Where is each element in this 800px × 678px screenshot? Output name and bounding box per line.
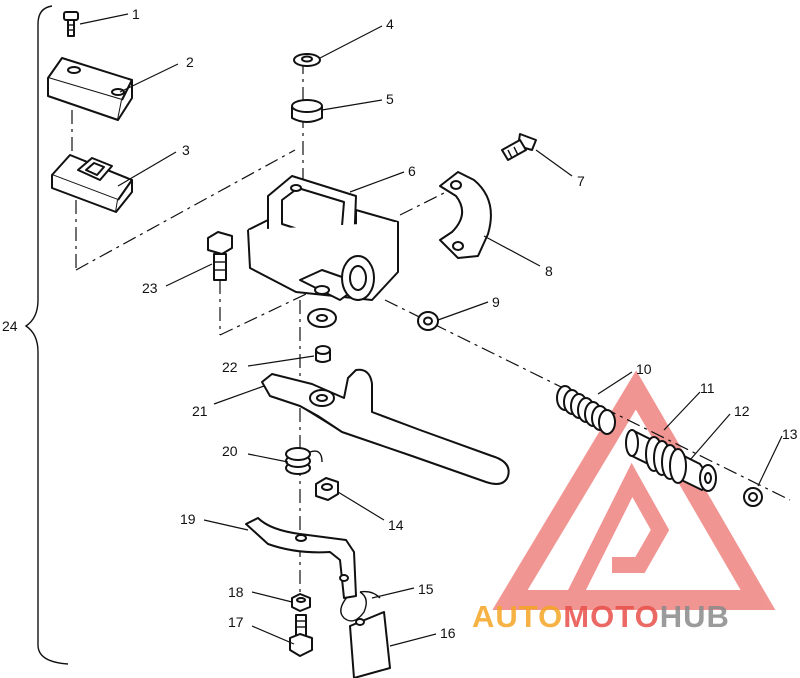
- callout-4: 4: [386, 16, 394, 32]
- callout-15: 15: [418, 581, 434, 597]
- watermark-moto: MOTO: [563, 599, 659, 634]
- callout-22: 22: [222, 359, 238, 375]
- callout-7: 7: [577, 173, 585, 189]
- part-7-screw: [501, 133, 537, 161]
- callout-23: 23: [142, 280, 158, 296]
- assembly-lines: [71, 60, 791, 610]
- callout-3: 3: [182, 142, 190, 158]
- part-14-nut: [315, 477, 339, 501]
- part-9-washer: [417, 311, 439, 331]
- part-20-spring: [285, 447, 323, 475]
- part-17-bolt: [289, 614, 313, 657]
- callout-1: 1: [132, 6, 140, 22]
- part-4-washer: [293, 53, 321, 67]
- watermark-text: AUTOMOTOHUB: [472, 599, 730, 634]
- watermark-hub: HUB: [660, 599, 730, 634]
- callout-24: 24: [2, 318, 18, 334]
- watermark-auto: AUTO: [472, 599, 563, 634]
- part-2-cover: [47, 57, 133, 121]
- part-11-12-piston: [625, 429, 717, 492]
- part-21-lever: [261, 368, 510, 485]
- callout-5: 5: [386, 91, 394, 107]
- part-3-diaphragm: [51, 154, 133, 213]
- callout-labels: 1 2 3 4 5 6 7 8 9 10 11 12 13 14 15 16 1…: [2, 6, 798, 641]
- part-18-nut: [291, 593, 311, 612]
- callout-17: 17: [228, 614, 244, 630]
- part-5-seal: [291, 99, 323, 123]
- callout-19: 19: [180, 511, 196, 527]
- part-6-master-cylinder: [247, 175, 399, 328]
- part-8-clamp: [439, 171, 492, 259]
- callout-16: 16: [440, 625, 456, 641]
- part-1-screw: [63, 11, 79, 37]
- part-19-bracket: [245, 517, 357, 599]
- callout-8: 8: [545, 263, 553, 279]
- bracket-24: [24, 5, 69, 665]
- callout-10: 10: [636, 361, 652, 377]
- svg-text:AUTOMOTOHUB: AUTOMOTOHUB: [472, 599, 730, 634]
- part-10-spring: [556, 385, 616, 435]
- callout-21: 21: [192, 403, 208, 419]
- part-22-bushing: [315, 345, 331, 363]
- part-16-tag: [349, 611, 391, 678]
- part-23-pivot-bolt: [207, 231, 233, 281]
- callout-13: 13: [782, 426, 798, 442]
- callout-12: 12: [734, 403, 750, 419]
- leader-lines: [79, 13, 783, 647]
- callout-18: 18: [228, 584, 244, 600]
- callout-14: 14: [388, 517, 404, 533]
- part-13-circlip: [743, 487, 763, 507]
- callout-2: 2: [186, 54, 194, 70]
- watermark-logo: [492, 370, 776, 610]
- callout-9: 9: [492, 294, 500, 310]
- callout-11: 11: [700, 380, 715, 396]
- callout-20: 20: [222, 443, 238, 459]
- callout-6: 6: [408, 163, 416, 179]
